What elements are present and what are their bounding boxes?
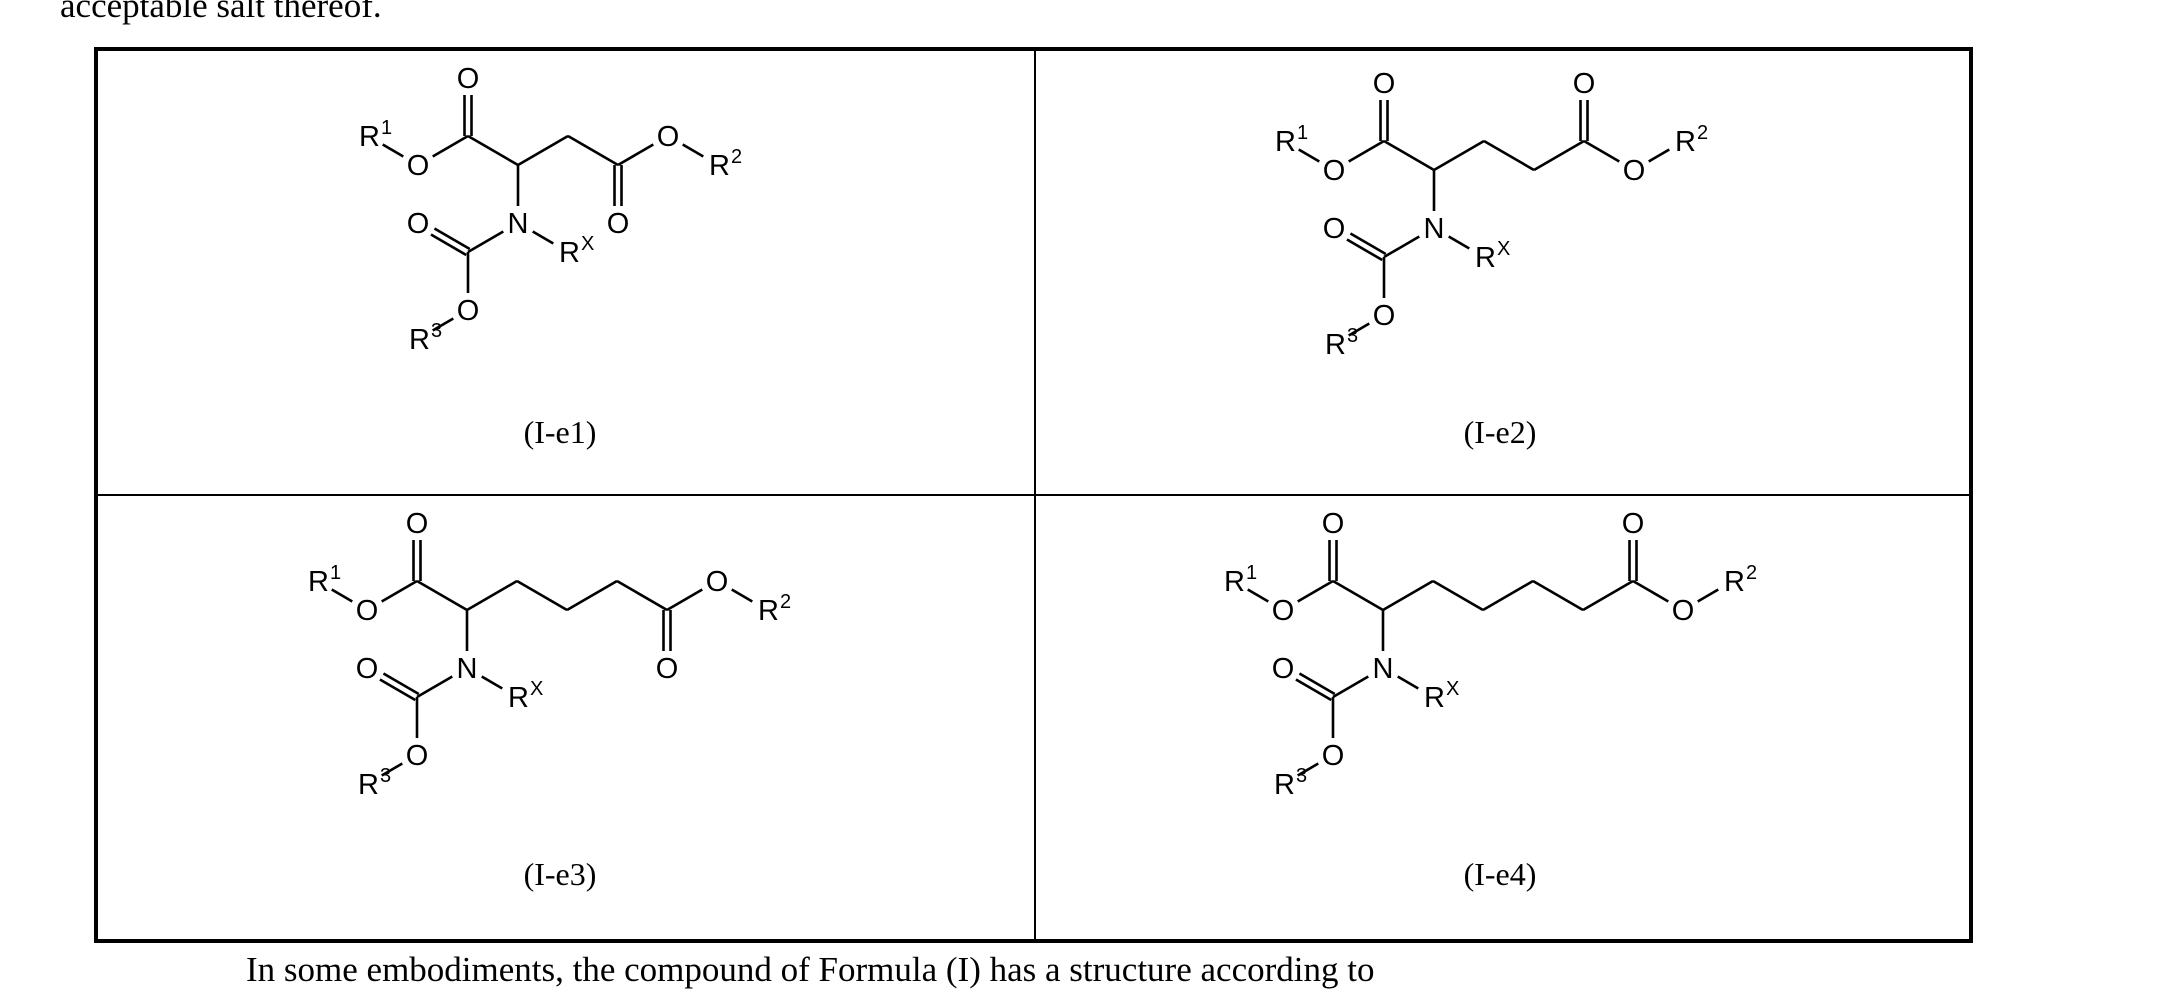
r2-group-label: R2 <box>709 146 742 182</box>
oxygen-atom-label: O <box>406 740 429 772</box>
bond <box>1484 141 1534 170</box>
bond <box>467 581 517 610</box>
oxygen-atom-label: O <box>1323 155 1346 187</box>
oxygen-atom-label: O <box>1323 213 1346 245</box>
bond <box>417 581 467 610</box>
bond <box>533 232 554 244</box>
r2-group-label: R2 <box>1675 122 1708 158</box>
bond <box>1434 141 1484 170</box>
bond <box>683 145 704 157</box>
structure-1: OOR1NRXOOR3OOR2(I-e1) <box>359 63 742 450</box>
bond <box>617 581 667 610</box>
bond <box>1248 590 1269 602</box>
bond <box>1299 150 1320 162</box>
oxygen-atom-label: O <box>706 566 729 598</box>
r2-group-label: R2 <box>1724 562 1757 598</box>
paragraph-text-below: In some embodiments, the compound of For… <box>246 952 1374 987</box>
oxygen-atom-label: O <box>1623 155 1646 187</box>
nitrogen-atom-label: N <box>508 208 529 240</box>
nitrogen-atom-label: N <box>1424 213 1445 245</box>
oxygen-atom-label: O <box>656 653 679 685</box>
bond <box>468 136 518 165</box>
bond <box>567 581 617 610</box>
bond <box>732 590 753 602</box>
bond <box>1298 581 1333 601</box>
oxygen-atom-label: O <box>356 653 379 685</box>
bond <box>667 590 702 610</box>
oxygen-atom-label: O <box>1322 740 1345 772</box>
bond <box>618 145 653 165</box>
rx-group-label: RX <box>1475 238 1510 274</box>
bond <box>1583 581 1633 610</box>
structure-3: OOR1NRXOOR3OOR2(I-e3) <box>308 508 791 892</box>
rx-group-label: RX <box>508 678 543 714</box>
oxygen-atom-label: O <box>1272 595 1295 627</box>
bond <box>1533 581 1583 610</box>
r3-group-label: R3 <box>1274 765 1307 801</box>
oxygen-atom-label: O <box>407 150 430 182</box>
bond <box>1649 150 1670 162</box>
oxygen-atom-label: O <box>457 295 480 327</box>
bond <box>1483 581 1533 610</box>
bond <box>1333 581 1383 610</box>
r3-group-label: R3 <box>409 320 442 356</box>
r3-group-label: R3 <box>358 765 391 801</box>
structure-caption: (I-e4) <box>1464 856 1537 892</box>
oxygen-atom-label: O <box>607 208 630 240</box>
chemical-structures: OOR1NRXOOR3OOR2(I-e1)OOR1NRXOOR3OOR2(I-e… <box>0 0 2169 964</box>
bond <box>1633 581 1668 601</box>
bond <box>517 581 567 610</box>
bond <box>417 677 452 697</box>
structure-2: OOR1NRXOOR3OOR2(I-e2) <box>1275 68 1708 450</box>
bond <box>433 136 468 156</box>
bond <box>382 581 417 601</box>
bond <box>1449 237 1470 249</box>
rx-group-label: RX <box>1424 678 1459 714</box>
oxygen-atom-label: O <box>657 121 680 153</box>
bond <box>1349 141 1384 161</box>
bond <box>1383 581 1433 610</box>
bond <box>1333 677 1368 697</box>
rx-group-label: RX <box>559 233 594 269</box>
bond <box>1433 581 1483 610</box>
structure-caption: (I-e3) <box>524 856 597 892</box>
oxygen-atom-label: O <box>406 508 429 540</box>
oxygen-atom-label: O <box>1322 508 1345 540</box>
bond <box>1534 141 1584 170</box>
structure-caption: (I-e1) <box>524 414 597 450</box>
bond <box>383 145 404 157</box>
bond <box>482 677 503 689</box>
bond <box>568 136 618 165</box>
nitrogen-atom-label: N <box>457 653 478 685</box>
oxygen-atom-label: O <box>407 208 430 240</box>
oxygen-atom-label: O <box>356 595 379 627</box>
structure-4: OOR1NRXOOR3OOR2(I-e4) <box>1224 508 1757 892</box>
oxygen-atom-label: O <box>1573 68 1596 100</box>
oxygen-atom-label: O <box>457 63 480 95</box>
oxygen-atom-label: O <box>1672 595 1695 627</box>
bond <box>332 590 353 602</box>
bond <box>1584 141 1619 161</box>
oxygen-atom-label: O <box>1622 508 1645 540</box>
r3-group-label: R3 <box>1325 325 1358 361</box>
bond <box>1384 237 1419 257</box>
structure-caption: (I-e2) <box>1464 414 1537 450</box>
bond <box>1398 677 1419 689</box>
nitrogen-atom-label: N <box>1373 653 1394 685</box>
oxygen-atom-label: O <box>1373 68 1396 100</box>
bond <box>1384 141 1434 170</box>
bond <box>518 136 568 165</box>
r2-group-label: R2 <box>758 591 791 627</box>
bond <box>468 232 503 252</box>
oxygen-atom-label: O <box>1373 300 1396 332</box>
bond <box>1698 590 1719 602</box>
oxygen-atom-label: O <box>1272 653 1295 685</box>
